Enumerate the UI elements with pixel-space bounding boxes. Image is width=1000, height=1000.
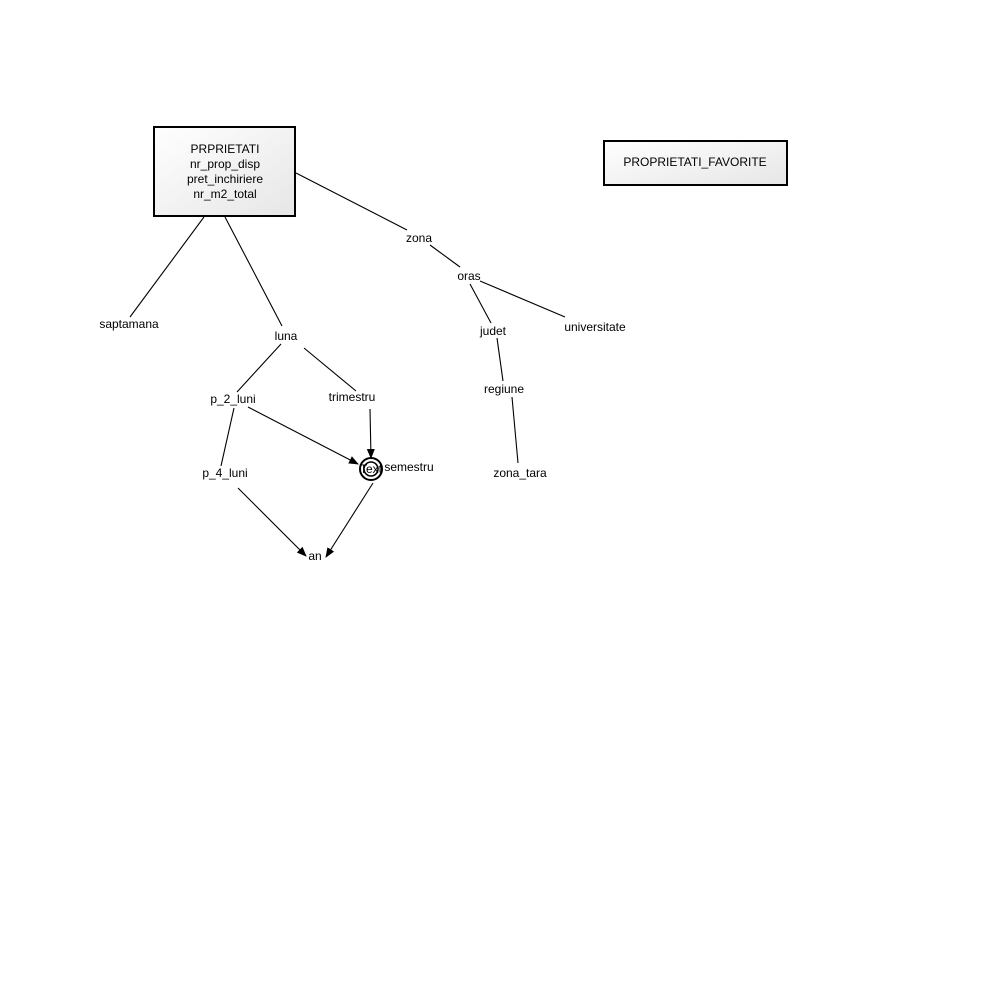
edge-zona-oras — [429, 244, 461, 268]
edges — [129, 172, 566, 558]
fact-measure: nr_m2_total — [193, 187, 256, 201]
entity-title: PROPRIETATI_FAVORITE — [623, 155, 766, 169]
fact-measure: pret_inchiriere — [187, 172, 263, 186]
level-p-4-luni[interactable]: p_4_luni — [202, 466, 247, 480]
marker-label: Text — [360, 462, 383, 476]
level-saptamana[interactable]: saptamana — [99, 317, 159, 331]
outer-circle — [359, 457, 383, 481]
edge-p-2-luni-semestru — [247, 406, 359, 465]
level-p-2-luni[interactable]: p_2_luni — [210, 392, 255, 406]
inner-circle — [363, 461, 379, 477]
level-trimestru[interactable]: trimestru — [329, 390, 376, 404]
edge-luna-p-2-luni — [236, 343, 282, 393]
edge-p-2-luni-p-4-luni — [220, 407, 235, 467]
edge-proprietati-saptamana — [129, 216, 205, 318]
edge-judet-regiune — [496, 337, 504, 382]
edge-proprietati-zona — [295, 172, 408, 231]
fact-entity-proprietati[interactable]: PRPRIETATI nr_prop_disp pret_inchiriere … — [153, 126, 296, 217]
level-universitate[interactable]: universitate — [564, 320, 626, 334]
semestru-node-marker[interactable]: Text — [359, 457, 383, 481]
fact-measure: nr_prop_disp — [190, 157, 260, 171]
edge-oras-universitate — [479, 280, 566, 318]
entity-box — [603, 140, 788, 186]
level-an[interactable]: an — [308, 549, 321, 563]
edge-regiune-zona-tara — [511, 396, 519, 464]
entity-proprietati-favorite[interactable]: PROPRIETATI_FAVORITE — [603, 140, 788, 186]
level-regiune[interactable]: regiune — [484, 382, 524, 396]
level-zona[interactable]: zona — [406, 231, 432, 245]
level-luna[interactable]: luna — [275, 329, 298, 343]
level-semestru[interactable]: semestru — [384, 460, 433, 474]
fact-title: PRPRIETATI — [191, 142, 260, 156]
level-zona-tara[interactable]: zona_tara — [493, 466, 547, 480]
fact-box — [153, 126, 296, 217]
edge-proprietati-luna — [224, 216, 283, 327]
edge-trimestru-semestru — [366, 408, 375, 459]
edge-luna-trimestru — [303, 347, 357, 392]
edge-oras-judet — [469, 283, 492, 324]
edge-p-4-luni-an — [237, 487, 307, 557]
edge-semestru-an — [325, 482, 374, 558]
level-oras[interactable]: oras — [457, 269, 480, 283]
level-labels: saptamana luna p_2_luni trimestru p_4_lu… — [99, 231, 626, 563]
level-judet[interactable]: judet — [479, 324, 507, 338]
